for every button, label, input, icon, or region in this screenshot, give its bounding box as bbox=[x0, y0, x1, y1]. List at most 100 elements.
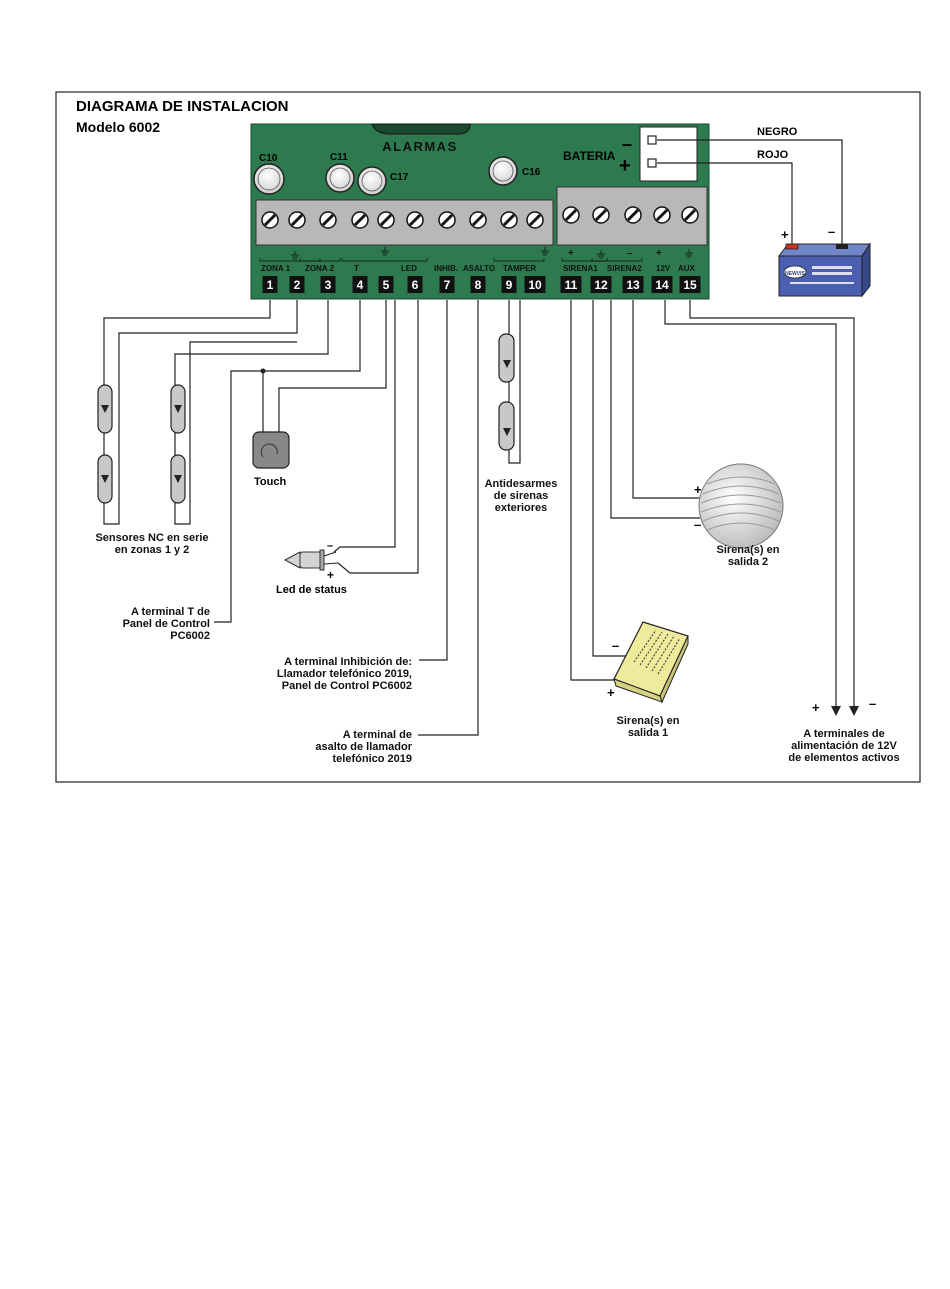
terminal-number: 6 bbox=[407, 276, 423, 293]
battery-label: BATERIA bbox=[563, 149, 616, 163]
terminal-screw bbox=[261, 211, 279, 229]
tamper-sensor-b bbox=[498, 401, 515, 451]
battery-plus-sign: + bbox=[619, 155, 631, 177]
brand-name: ALARMAS bbox=[382, 139, 458, 154]
battery-pin-positive bbox=[647, 158, 657, 168]
terminal-number: 1 bbox=[262, 276, 278, 293]
battery-terminal-plus: + bbox=[781, 227, 789, 242]
tamper-sensor-a bbox=[498, 333, 515, 383]
label-asalto: ASALTO bbox=[463, 264, 495, 273]
sensors-label-1: Sensores NC en serie bbox=[95, 532, 208, 544]
terminal-screw bbox=[653, 206, 671, 224]
siren-output-1 bbox=[613, 621, 689, 704]
siren2-minus: – bbox=[694, 517, 701, 532]
c16-label: C16 bbox=[522, 167, 541, 178]
terminal-number-text: 15 bbox=[683, 278, 697, 292]
terminal-number-text: 7 bbox=[444, 278, 451, 292]
power-label-2: alimentación de 12V bbox=[791, 740, 897, 752]
siren1-label-2: salida 1 bbox=[628, 727, 668, 739]
sensor-zone1-a bbox=[97, 384, 113, 434]
battery-connector-plate bbox=[639, 126, 698, 182]
terminal-number-text: 8 bbox=[475, 278, 482, 292]
sensor-zone2-a bbox=[170, 384, 186, 434]
sensor-zone1-b bbox=[97, 454, 113, 504]
power-label-3: de elementos activos bbox=[788, 752, 899, 764]
terminal-number-text: 14 bbox=[655, 278, 669, 292]
touch-button bbox=[252, 368, 290, 469]
battery: NEWVIS bbox=[778, 242, 871, 298]
asalto-label-3: telefónico 2019 bbox=[333, 753, 412, 765]
terminal-number: 14 bbox=[651, 276, 673, 293]
power-label-1: A terminales de bbox=[803, 728, 885, 740]
terminal-number-text: 11 bbox=[565, 278, 578, 292]
terminal-number: 13 bbox=[622, 276, 644, 293]
terminal-number-text: 9 bbox=[506, 278, 513, 292]
brand-logo: ALARMAS bbox=[371, 123, 471, 154]
battery-pin-negative bbox=[647, 135, 657, 145]
ground-symbols bbox=[291, 247, 693, 260]
siren2-plus: + bbox=[694, 482, 702, 497]
battery-terminal-minus: – bbox=[828, 224, 835, 239]
label-aux: AUX bbox=[678, 264, 696, 273]
capacitor-c16: C16 bbox=[488, 156, 541, 186]
terminal-number: 9 bbox=[501, 276, 517, 293]
siren1-label-1: Sirena(s) en bbox=[617, 715, 680, 727]
terminal-number: 12 bbox=[590, 276, 612, 293]
terminal-number: 5 bbox=[378, 276, 394, 293]
terminal-t-label-1: A terminal T de bbox=[131, 606, 210, 618]
capacitor-c11: C11 bbox=[325, 152, 355, 193]
label-inhib: INHIB. bbox=[434, 264, 458, 273]
terminal-number: 8 bbox=[470, 276, 486, 293]
label-plus-11: + bbox=[568, 248, 574, 259]
siren-output-2 bbox=[698, 463, 784, 549]
red-wire-label: ROJO bbox=[757, 149, 789, 161]
asalto-label-1: A terminal de bbox=[343, 729, 412, 741]
terminal-number-text: 4 bbox=[357, 278, 364, 292]
status-led bbox=[283, 549, 339, 571]
label-12v: 12V bbox=[656, 264, 671, 273]
wires bbox=[103, 139, 855, 736]
label-tamper: TAMPER bbox=[503, 264, 536, 273]
antidesarmes-label-1: Antidesarmes bbox=[485, 478, 558, 490]
terminal-number-text: 1 bbox=[267, 278, 274, 292]
terminal-number: 11 bbox=[560, 276, 582, 293]
power-arrows bbox=[831, 706, 859, 716]
c17-label: C17 bbox=[390, 172, 409, 183]
led-status-label: Led de status bbox=[276, 584, 347, 596]
power-plus: + bbox=[812, 700, 820, 715]
sensor-zone2-b bbox=[170, 454, 186, 504]
terminal-number-text: 6 bbox=[412, 278, 419, 292]
terminal-number-text: 10 bbox=[528, 278, 542, 292]
inhib-label-1: A terminal Inhibición de: bbox=[284, 656, 412, 668]
label-sirena2: SIRENA2 bbox=[607, 264, 642, 273]
siren1-plus: + bbox=[607, 685, 615, 700]
inhib-label-2: Llamador telefónico 2019, bbox=[277, 668, 412, 680]
antidesarmes-label-3: exteriores bbox=[495, 502, 548, 514]
diagram-title: DIAGRAMA DE INSTALACION bbox=[76, 98, 289, 115]
terminal-screw bbox=[377, 211, 395, 229]
touch-label: Touch bbox=[254, 476, 286, 488]
terminal-screw bbox=[562, 206, 580, 224]
label-t: T bbox=[354, 264, 359, 273]
terminal-number: 10 bbox=[524, 276, 546, 293]
siren2-label-2: salida 2 bbox=[728, 556, 768, 568]
terminal-screw bbox=[469, 211, 487, 229]
antidesarmes-label-2: de sirenas bbox=[494, 490, 548, 502]
nc-sensors bbox=[97, 333, 515, 504]
inhib-label-3: Panel de Control PC6002 bbox=[282, 680, 412, 692]
terminal-number: 4 bbox=[352, 276, 368, 293]
c11-label: C11 bbox=[330, 152, 348, 163]
model-label: Modelo 6002 bbox=[76, 119, 160, 135]
label-led: LED bbox=[401, 264, 417, 273]
siren2-label-1: Sirena(s) en bbox=[717, 544, 780, 556]
terminal-t-label-3: PC6002 bbox=[170, 630, 210, 642]
label-sirena1: SIRENA1 bbox=[563, 264, 598, 273]
sensors-label-2: en zonas 1 y 2 bbox=[115, 544, 190, 556]
terminal-number: 3 bbox=[320, 276, 336, 293]
battery-minus-sign: – bbox=[622, 134, 632, 154]
capacitor-c10: C10 bbox=[253, 153, 285, 195]
terminal-screw bbox=[319, 211, 337, 229]
